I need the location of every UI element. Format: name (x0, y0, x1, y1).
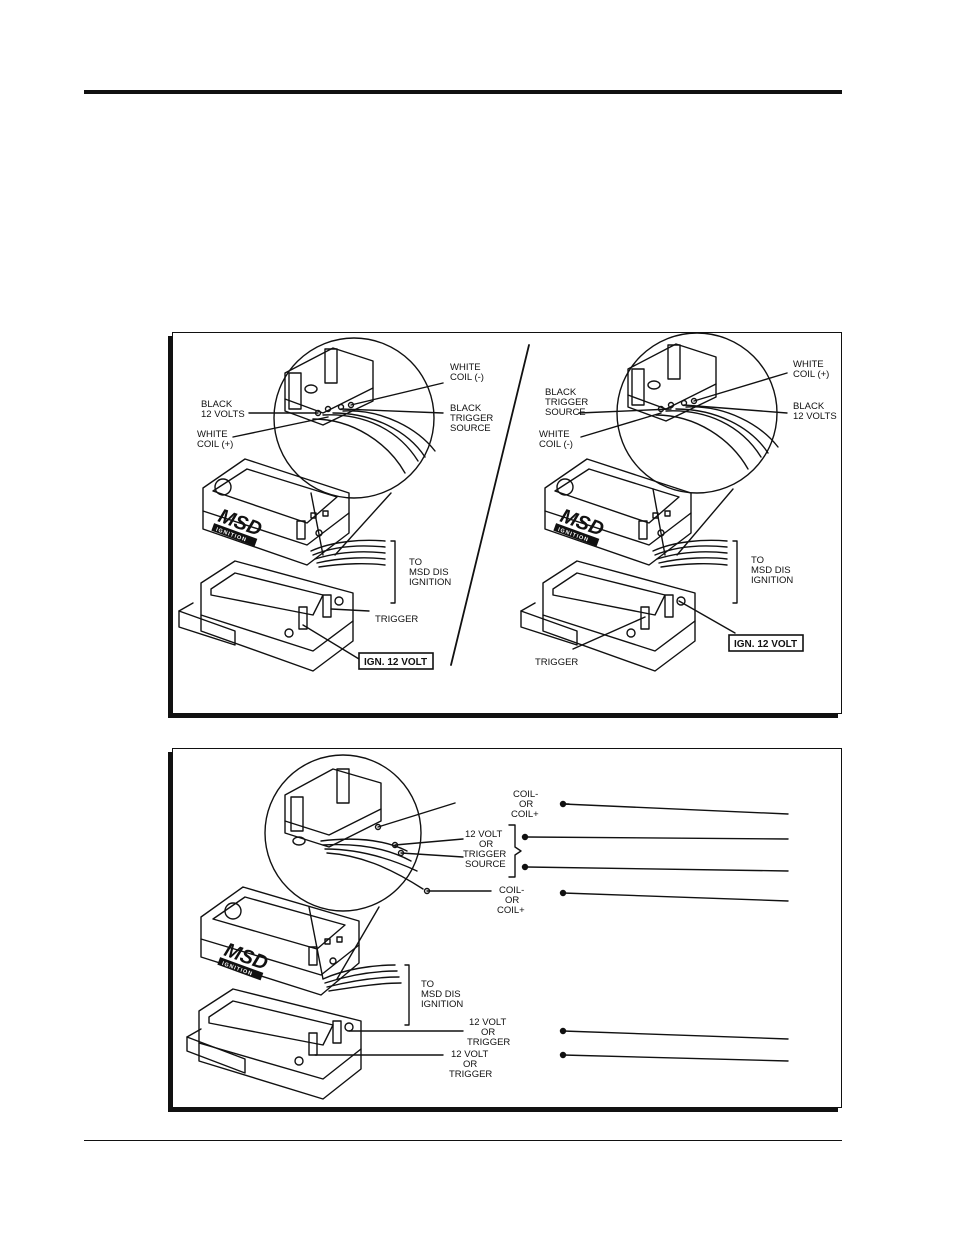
svg-text:OR: OR (481, 1027, 495, 1038)
svg-text:OR: OR (505, 895, 519, 906)
generic-msd-logo: MSD IGNITION (217, 939, 271, 981)
right-label-black-trigger-source: BLACK TRIGGER SOURCE (545, 387, 588, 418)
svg-text:MSD DIS: MSD DIS (751, 565, 791, 576)
svg-text:SOURCE: SOURCE (450, 423, 491, 434)
right-label-black-12-volts: BLACK 12 VOLTS (793, 401, 837, 422)
svg-text:SOURCE: SOURCE (545, 407, 586, 418)
svg-text:TRIGGER: TRIGGER (449, 1069, 492, 1080)
left-magnifier-circle (273, 337, 435, 499)
svg-text:IGN. 12 VOLT: IGN. 12 VOLT (734, 639, 797, 650)
svg-text:OR: OR (479, 839, 493, 850)
svg-text:12 VOLTS: 12 VOLTS (793, 411, 837, 422)
configuration-divider (450, 344, 530, 666)
header-rule (84, 90, 842, 94)
svg-text:TRIGGER: TRIGGER (467, 1037, 510, 1048)
svg-text:COIL (-): COIL (-) (450, 372, 484, 383)
svg-text:OR: OR (463, 1059, 477, 1070)
svg-text:COIL-: COIL- (513, 789, 538, 800)
svg-text:COIL (+): COIL (+) (793, 369, 829, 380)
right-base-terminal-2 (640, 606, 650, 630)
label-coil-top: COIL- OR COIL+ (511, 789, 539, 820)
generic-base-terminal-2 (308, 1032, 318, 1056)
svg-text:TRIGGER: TRIGGER (545, 397, 588, 408)
left-label-to-msd-dis: TO MSD DIS IGNITION (409, 557, 451, 588)
left-label-trigger: TRIGGER (375, 614, 418, 625)
svg-text:TRIGGER: TRIGGER (450, 413, 493, 424)
right-label-white-coil-plus: WHITE COIL (+) (793, 359, 829, 380)
svg-text:IGNITION: IGNITION (409, 577, 451, 588)
wiring-diagram-1-svg: MSD IGNITION MSD IGNITION WHITE COIL (-)… (178, 333, 837, 672)
label-coil-bottom: COIL- OR COIL+ (497, 885, 525, 916)
label-12-volt-or-trigger-2: 12 VOLT OR TRIGGER (449, 1049, 492, 1080)
label-12-volt-or-trigger-1: 12 VOLT OR TRIGGER (467, 1017, 510, 1048)
left-base-terminal-1 (322, 594, 332, 618)
left-msd-logo: MSD IGNITION (211, 505, 265, 547)
svg-text:WHITE: WHITE (539, 429, 570, 440)
svg-text:OR: OR (519, 799, 533, 810)
svg-text:COIL (+): COIL (+) (197, 439, 233, 450)
right-label-to-msd-dis: TO MSD DIS IGNITION (751, 555, 793, 586)
svg-text:TO: TO (409, 557, 422, 568)
left-label-ign-12-volt: IGN. 12 VOLT (358, 652, 434, 670)
wiring-diagram-generic: MSD IGNITION COIL- OR COIL+ 12 VOLT OR T… (172, 748, 842, 1108)
left-label-black-trigger-source: BLACK TRIGGER SOURCE (450, 403, 493, 434)
svg-text:TO: TO (751, 555, 764, 566)
svg-text:12 VOLTS: 12 VOLTS (201, 409, 245, 420)
svg-text:COIL-: COIL- (499, 885, 524, 896)
left-base-terminal-2 (298, 606, 308, 630)
svg-text:12 VOLT: 12 VOLT (451, 1049, 489, 1060)
generic-base-terminal-1 (332, 1020, 342, 1044)
left-zoom-terminal-1 (288, 372, 302, 410)
right-base-terminal-1 (664, 594, 674, 618)
svg-text:12 VOLT: 12 VOLT (465, 829, 503, 840)
generic-magnifier-circle (264, 754, 422, 912)
right-zoom-terminal-2 (667, 344, 681, 380)
label-to-msd-dis: TO MSD DIS IGNITION (421, 979, 463, 1010)
left-assembly (178, 337, 444, 672)
wiring-diagram-2-svg: MSD IGNITION COIL- OR COIL+ 12 VOLT OR T… (186, 754, 789, 1100)
svg-text:IGNITION: IGNITION (421, 999, 463, 1010)
svg-text:WHITE: WHITE (450, 362, 481, 373)
right-msd-logo: MSD IGNITION (553, 505, 607, 547)
left-label-black-12-volts: BLACK 12 VOLTS (201, 399, 245, 420)
right-zoom-terminal-1 (631, 368, 645, 406)
svg-text:IGN. 12 VOLT: IGN. 12 VOLT (364, 657, 427, 668)
svg-text:SOURCE: SOURCE (465, 859, 506, 870)
svg-text:WHITE: WHITE (197, 429, 228, 440)
svg-text:TRIGGER: TRIGGER (463, 849, 506, 860)
right-lower-base (542, 560, 696, 652)
svg-text:BLACK: BLACK (201, 399, 233, 410)
svg-text:COIL (-): COIL (-) (539, 439, 573, 450)
left-label-white-coil-minus: WHITE COIL (-) (450, 362, 484, 383)
svg-text:COIL+: COIL+ (511, 809, 539, 820)
right-label-ign-12-volt: IGN. 12 VOLT (728, 634, 804, 652)
left-lower-base (200, 560, 354, 652)
svg-text:TO: TO (421, 979, 434, 990)
svg-text:BLACK: BLACK (545, 387, 577, 398)
svg-text:IGNITION: IGNITION (751, 575, 793, 586)
svg-text:MSD DIS: MSD DIS (421, 989, 461, 1000)
label-12-volt-or-trigger-source: 12 VOLT OR TRIGGER SOURCE (463, 829, 506, 870)
svg-text:MSD DIS: MSD DIS (409, 567, 449, 578)
svg-text:BLACK: BLACK (450, 403, 482, 414)
right-assembly (520, 333, 788, 672)
right-label-white-coil-minus: WHITE COIL (-) (539, 429, 573, 450)
svg-text:BLACK: BLACK (793, 401, 825, 412)
footer-rule (84, 1140, 842, 1141)
left-zoom-terminal-2 (324, 348, 338, 384)
right-label-trigger: TRIGGER (535, 657, 578, 668)
left-label-white-coil-plus: WHITE COIL (+) (197, 429, 233, 450)
svg-text:12 VOLT: 12 VOLT (469, 1017, 507, 1028)
wiring-diagram-two-configurations: MSD IGNITION MSD IGNITION WHITE COIL (-)… (172, 332, 842, 714)
svg-text:WHITE: WHITE (793, 359, 824, 370)
right-magnifier-circle (616, 333, 778, 494)
svg-text:COIL+: COIL+ (497, 905, 525, 916)
